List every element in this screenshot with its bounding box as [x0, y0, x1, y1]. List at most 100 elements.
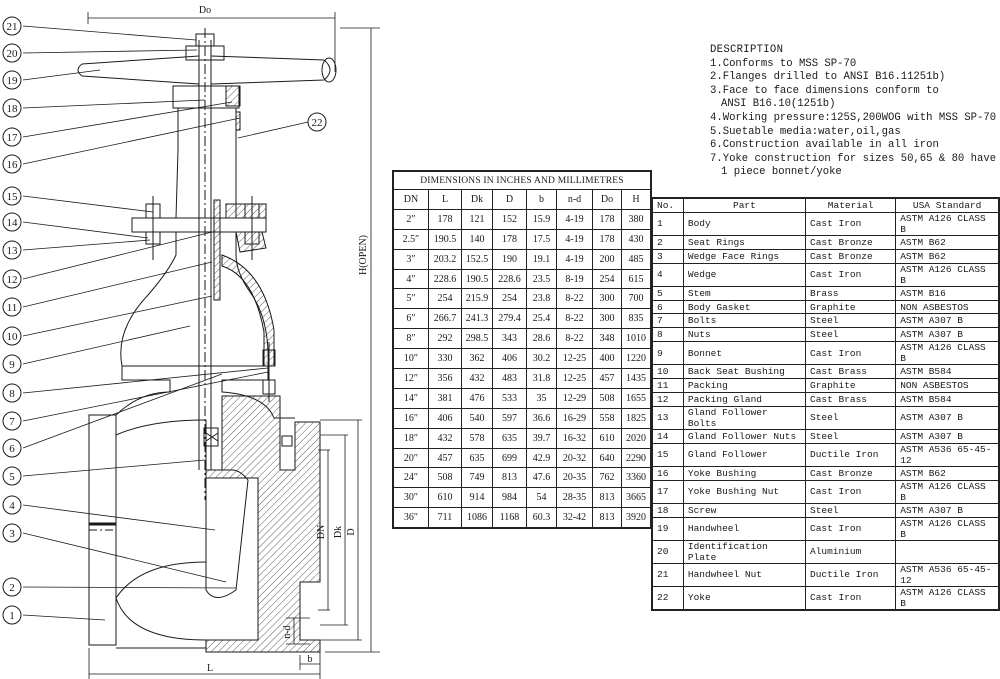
- cell-material: Cast Iron: [804, 262, 897, 287]
- cell-no: 9: [651, 341, 684, 366]
- dimension-lines: [87, 12, 380, 679]
- cell-material: Steel: [804, 327, 897, 343]
- cell-do: 178: [592, 228, 622, 250]
- cell-b: 36.6: [526, 407, 557, 429]
- cell-material: Cast Brass: [804, 364, 897, 380]
- cell-material: Graphite: [804, 299, 897, 315]
- cell-dk: 1086: [461, 507, 493, 529]
- cell-dk: 121: [461, 208, 493, 230]
- cell-d: 984: [492, 487, 527, 509]
- cell-d: 813: [492, 467, 527, 489]
- cell-d: 152: [492, 208, 527, 230]
- dimensions-table-header: DN L Dk D b n-d Do H: [392, 189, 652, 210]
- cell-dn: 3″: [392, 248, 429, 270]
- dimensions-table: DIMENSIONS IN INCHES AND MILLIMETRES DN …: [392, 170, 652, 530]
- cell-dn: 2.5″: [392, 228, 429, 250]
- cell-no: 13: [651, 405, 684, 430]
- cell-part: Handwheel Nut: [682, 562, 807, 587]
- callout-1: 1: [9, 610, 15, 622]
- callout-2: 2: [9, 582, 15, 594]
- cell-l: 330: [428, 348, 462, 370]
- cell-material: Cast Iron: [804, 341, 897, 366]
- dim-label-d: D: [346, 528, 357, 535]
- cell-dk: 749: [461, 467, 493, 489]
- cell-l: 190.5: [428, 228, 462, 250]
- cell-no: 4: [651, 262, 684, 287]
- cell-no: 14: [651, 428, 684, 444]
- col-header: Dk: [461, 189, 493, 210]
- cell-nd: 16-32: [556, 427, 593, 449]
- cell-dk: 241.3: [461, 308, 493, 330]
- cell-do: 254: [592, 268, 622, 290]
- col-header: No.: [651, 197, 684, 213]
- cell-nd: 20-35: [556, 467, 593, 489]
- dim-label-nd: n-d: [282, 625, 293, 638]
- cell-standard: ASTM B62: [895, 465, 1000, 481]
- cell-no: 5: [651, 285, 684, 301]
- cell-standard: ASTM A307 B: [895, 327, 1000, 343]
- cell-no: 12: [651, 392, 684, 407]
- cell-material: Steel: [804, 313, 897, 329]
- cell-do: 457: [592, 368, 622, 389]
- col-header: Part: [682, 197, 807, 213]
- cell-standard: ASTM A307 B: [895, 405, 1000, 430]
- cell-h: 1825: [621, 407, 652, 429]
- dim-label-h-open: H(OPEN): [358, 235, 369, 275]
- cell-dn: 16″: [392, 407, 429, 429]
- callout-5: 5: [9, 471, 15, 483]
- callout-circles: [2, 16, 327, 625]
- cell-h: 1220: [621, 348, 652, 370]
- cell-part: Gland Follower: [682, 442, 807, 467]
- cell-do: 178: [592, 208, 622, 230]
- cell-b: 23.5: [526, 268, 557, 290]
- cell-part: Nuts: [682, 327, 807, 343]
- cell-standard: ASTM B584: [895, 392, 1000, 407]
- cell-standard: ASTM A307 B: [895, 313, 1000, 329]
- cell-standard: ASTM A126 CLASS B: [895, 341, 1000, 366]
- cell-nd: 28-35: [556, 487, 593, 509]
- cell-part: Packing: [682, 378, 807, 394]
- cell-dn: 30″: [392, 487, 429, 509]
- col-header: DN: [392, 189, 429, 210]
- cell-h: 700: [621, 288, 652, 310]
- description-item-continued: ANSI B16.10(1251b): [721, 98, 836, 111]
- cell-part: Identification Plate: [682, 539, 807, 564]
- cell-standard: ASTM A126 CLASS B: [895, 585, 1000, 611]
- cell-dk: 540: [461, 407, 493, 429]
- cell-dk: 298.5: [461, 328, 493, 350]
- cell-standard: ASTM B584: [895, 364, 1000, 380]
- cell-dn: 20″: [392, 447, 429, 469]
- col-header: D: [492, 189, 527, 210]
- cell-material: Cast Bronze: [804, 248, 897, 264]
- cell-no: 16: [651, 465, 684, 481]
- cell-d: 343: [492, 328, 527, 350]
- cell-d: 635: [492, 427, 527, 449]
- cell-dn: 8″: [392, 328, 429, 350]
- cell-b: 17.5: [526, 228, 557, 250]
- cell-part: Bolts: [682, 313, 807, 329]
- cell-dk: 578: [461, 427, 493, 449]
- dim-label-l: L: [207, 663, 213, 674]
- cell-material: Cast Iron: [804, 516, 897, 541]
- cell-nd: 8-22: [556, 288, 593, 310]
- cell-l: 508: [428, 467, 462, 489]
- dimension-labels: Do H(OPEN) DN Dk D n-d L b: [199, 5, 369, 674]
- description-item-continued: 1 piece bonnet/yoke: [721, 166, 842, 179]
- cell-standard: ASTM B62: [895, 234, 1000, 250]
- cell-nd: 32-42: [556, 507, 593, 529]
- cell-nd: 8-22: [556, 328, 593, 350]
- cell-no: 11: [651, 378, 684, 394]
- callout-13: 13: [7, 245, 19, 257]
